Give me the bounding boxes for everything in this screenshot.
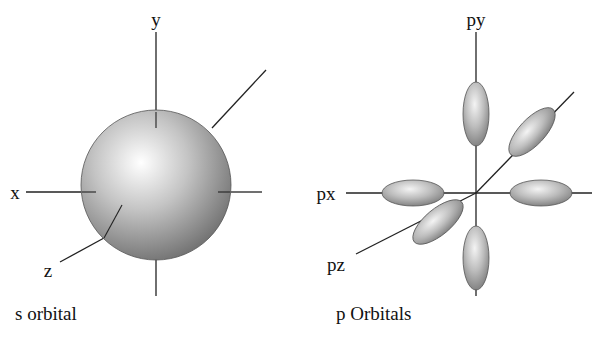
- caption-label: s orbital: [15, 304, 77, 323]
- axis-label: pz: [327, 255, 345, 274]
- s-orbital-sphere: [81, 110, 231, 260]
- axis-label: z: [44, 261, 52, 280]
- p-orbital-lobes: [382, 82, 572, 290]
- s-axes: [26, 32, 266, 296]
- axis-label: y: [151, 10, 161, 29]
- axis-label: py: [467, 10, 486, 29]
- caption-label: p Orbitals: [336, 304, 411, 323]
- p-axes: [346, 32, 592, 296]
- axis-label: x: [10, 183, 20, 202]
- axis-label: px: [317, 184, 336, 203]
- s-axes-front: [82, 112, 230, 238]
